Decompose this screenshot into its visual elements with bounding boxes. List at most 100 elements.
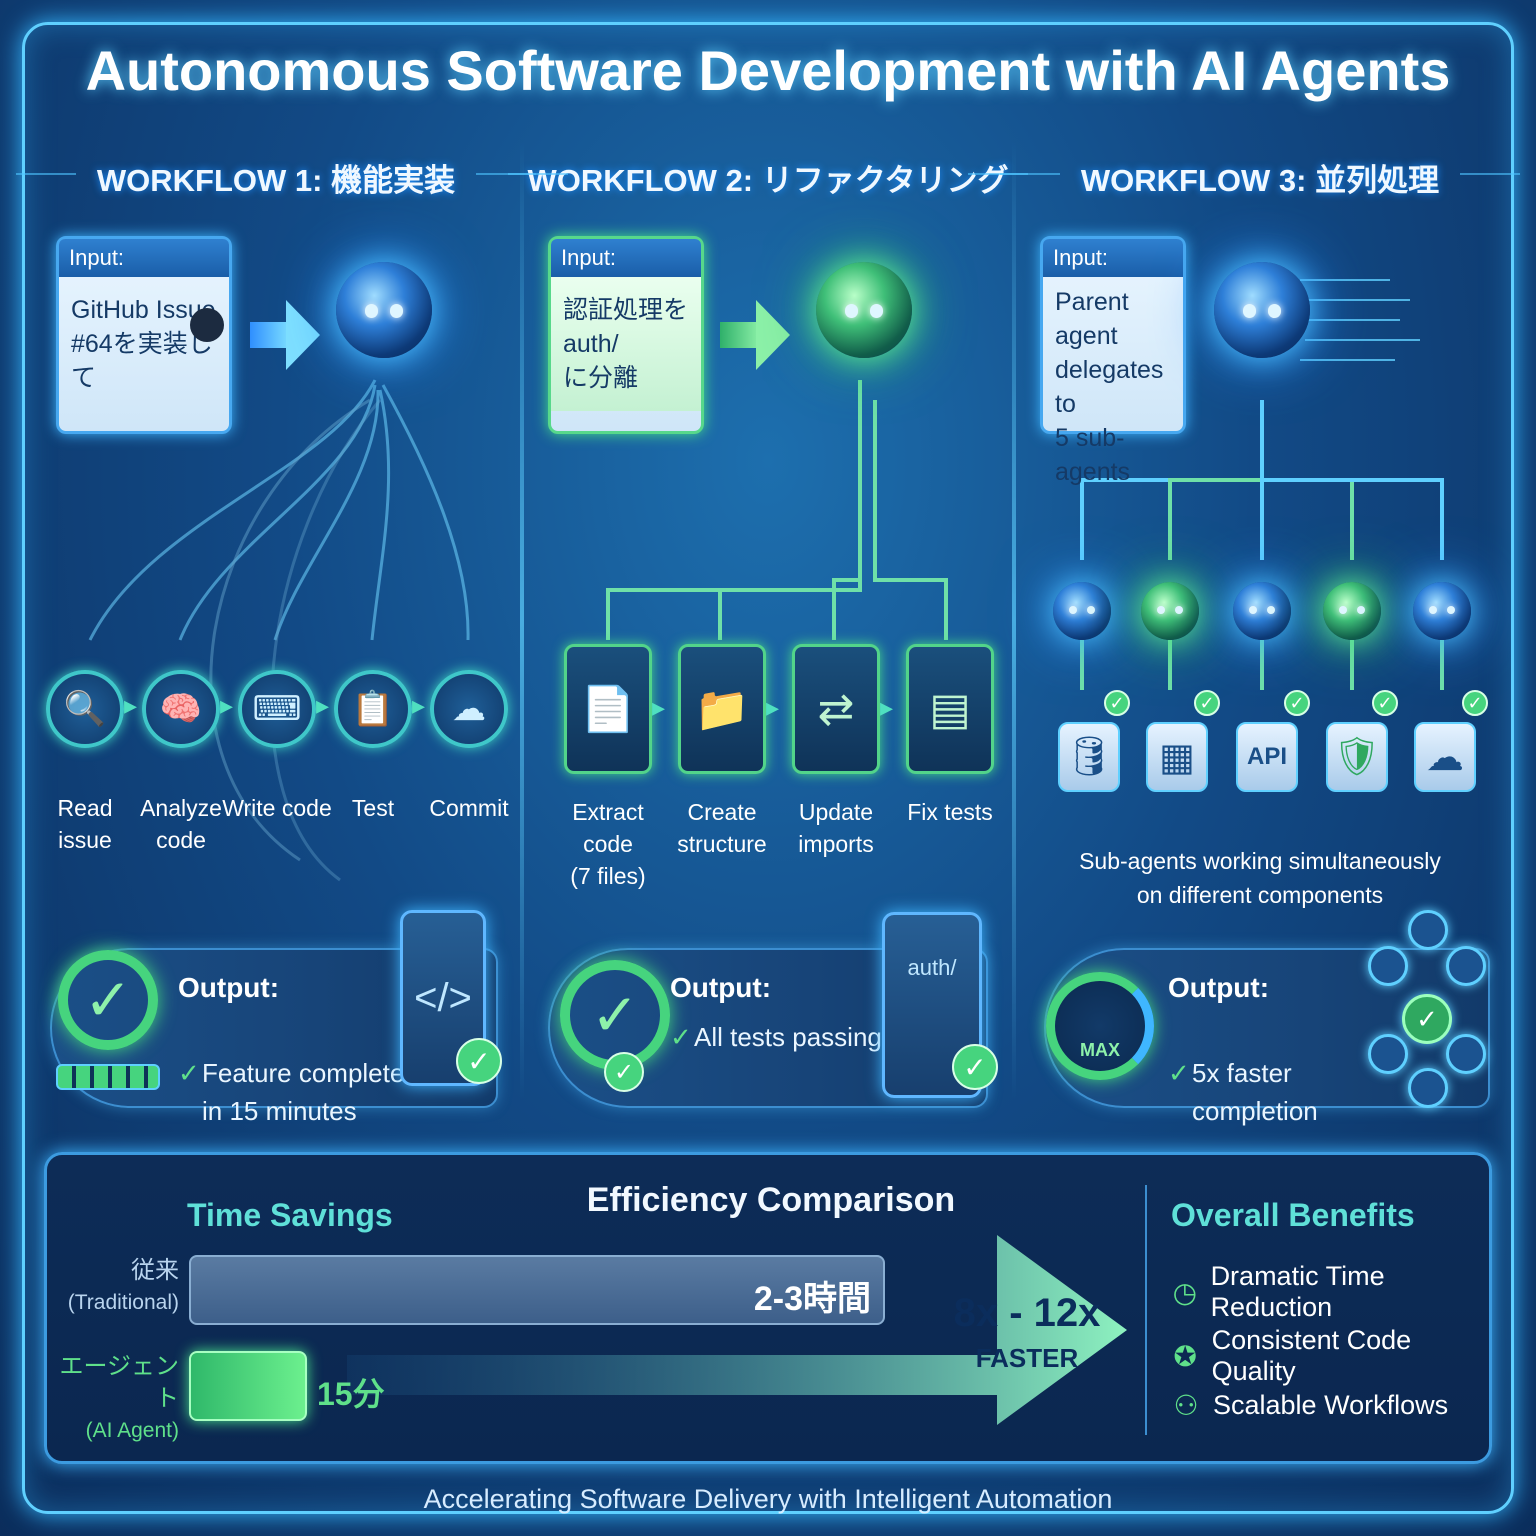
benefit-item: ✪ Consistent Code Quality [1171,1325,1489,1387]
sub-agent-orb-icon [1413,582,1471,640]
sub-agent-orb-icon [1233,582,1291,640]
benefit-item: ⚇ Scalable Workflows [1171,1389,1448,1422]
outer-frame [22,22,1514,1514]
step-arrow-icon: ▸ [766,692,780,722]
shield-icon: 🛡 [1326,722,1388,792]
agent-bar [189,1351,307,1421]
network-node-icon [1408,910,1448,950]
step-arrow-icon: ▸ [412,690,426,720]
sub-agents-caption: Sub-agents working simultaneously on dif… [1079,848,1441,908]
database-icon: 🛢 [1058,722,1120,792]
output-value: 5x faster completion [1192,1058,1318,1126]
input-text: 認証処理をauth/ に分離 [551,277,701,411]
code-file-icon: </> [400,910,486,1086]
check-badge-icon: ✓ [1104,690,1130,716]
agent-label-en: (AI Agent) [85,1419,179,1442]
speedup-value: 8x - 12x [953,1291,1101,1335]
step-arrow-icon: ▸ [880,692,894,722]
network-center-check-icon: ✓ [1402,994,1452,1044]
benefit-label: Scalable Workflows [1213,1390,1449,1420]
network-node-icon [1368,946,1408,986]
output-header: Output: [670,972,772,1003]
traditional-value: 2-3時間 [753,1280,871,1318]
agent-label: エージェント (AI Agent) [53,1351,179,1447]
workflow-3-input-card: Input: Parent agent delegates to 5 sub-a… [1040,236,1186,486]
sub-agent-orb-icon [1053,582,1111,640]
efficiency-comparison-panel: Efficiency Comparison Time Savings 従来 (T… [44,1152,1492,1464]
input-text: Parent agent delegates to 5 sub-agents [1055,288,1164,486]
agent-label-jp: エージェント [59,1353,179,1412]
workflow-2-input-card: Input: 認証処理をauth/ に分離 [548,236,704,434]
step-label: Extract code (7 files) [570,799,646,889]
step-arrow-icon: ▸ [124,690,138,720]
output-header: Output: [178,972,280,1003]
progress-bar [56,1064,160,1090]
fix-tests-icon: ▤ [906,644,994,774]
check-icon: ✓ [58,950,158,1050]
step-arrow-icon: ▸ [652,692,666,722]
workflow-2-agent-orb-icon [816,262,912,358]
cloud-upload-icon: ☁ [1414,722,1476,792]
github-icon [190,308,224,342]
benefit-item: ◷ Dramatic Time Reduction [1171,1261,1489,1323]
create-structure-icon: 📁 [678,644,766,774]
workflow-3-heading: WORKFLOW 3: 並列処理 [1000,155,1520,200]
check-badge-icon: ✓ [604,1052,644,1092]
api-icon: API [1236,722,1298,792]
output-text: ✓All tests passing [670,1018,882,1056]
time-savings-title: Time Savings [187,1197,393,1233]
benefit-label: Consistent Code Quality [1211,1325,1412,1386]
network-node-icon [1446,946,1486,986]
agent-value: 15分 [317,1376,385,1412]
check-badge-icon: ✓ [952,1044,998,1090]
step-label: Update imports [798,799,874,857]
benefits-title: Overall Benefits [1171,1197,1415,1233]
speed-gauge-icon: MAX [1046,972,1154,1080]
workflow-3-parent-agent-orb-icon [1214,262,1310,358]
input-header: Input: [1043,239,1183,277]
step-label: Create structure [677,799,767,857]
clock-icon: ◷ [1172,1276,1197,1308]
output-value: All tests passing [694,1022,882,1052]
api-label: API [1246,743,1287,770]
step-label: Read issue [57,795,113,853]
network-node-icon [1446,1034,1486,1074]
update-imports-icon: ⇄ [792,644,880,774]
traditional-bar: 2-3時間 [189,1255,885,1325]
check-mark-icon: ✓ [178,1058,200,1088]
workflow-2-arrow [720,300,790,370]
extract-code-icon: 📄 [564,644,652,774]
traditional-label-en: (Traditional) [67,1291,179,1314]
footer-tagline: Accelerating Software Delivery with Inte… [423,1484,1113,1514]
check-badge-icon: ✓ [456,1038,502,1084]
folder-label: auth/ [907,955,957,980]
output-value: Feature completed in 15 minutes [202,1058,419,1126]
benefits-separator [1145,1185,1147,1435]
benefit-label: Dramatic Time Reduction [1210,1261,1385,1322]
output-header: Output: [1168,972,1270,1003]
write-code-icon: ⌨ [238,670,316,748]
output-text: ✓Feature completed in 15 minutes [178,1016,419,1130]
workflow-1-agent-orb-icon [336,262,432,358]
read-issue-icon: 🔍 [46,670,124,748]
browser-window-icon: ▦ [1146,722,1208,792]
workflow-2-heading: WORKFLOW 2: リファクタリング [508,155,1028,200]
check-badge-icon: ✓ [1194,690,1220,716]
sub-agent-orb-icon [1323,582,1381,640]
step-label: Analyze code [140,795,222,853]
step-label: Test [351,795,395,821]
input-text: GitHub Issue #64を実装して [71,296,216,392]
workflow-1-arrow [250,300,320,370]
step-arrow-icon: ▸ [220,690,234,720]
network-node-icon [1408,1068,1448,1108]
divider-2 [1012,140,1016,1100]
analyze-code-icon: 🧠 [142,670,220,748]
step-arrow-icon: ▸ [316,690,330,720]
workflow-1-heading: WORKFLOW 1: 機能実装 [16,155,536,200]
input-header: Input: [59,239,229,277]
sub-agent-orb-icon [1141,582,1199,640]
network-node-icon [1368,1034,1408,1074]
team-icon: ⚇ [1173,1390,1199,1421]
speedup-label: FASTER [975,1343,1079,1373]
input-header: Input: [551,239,701,277]
